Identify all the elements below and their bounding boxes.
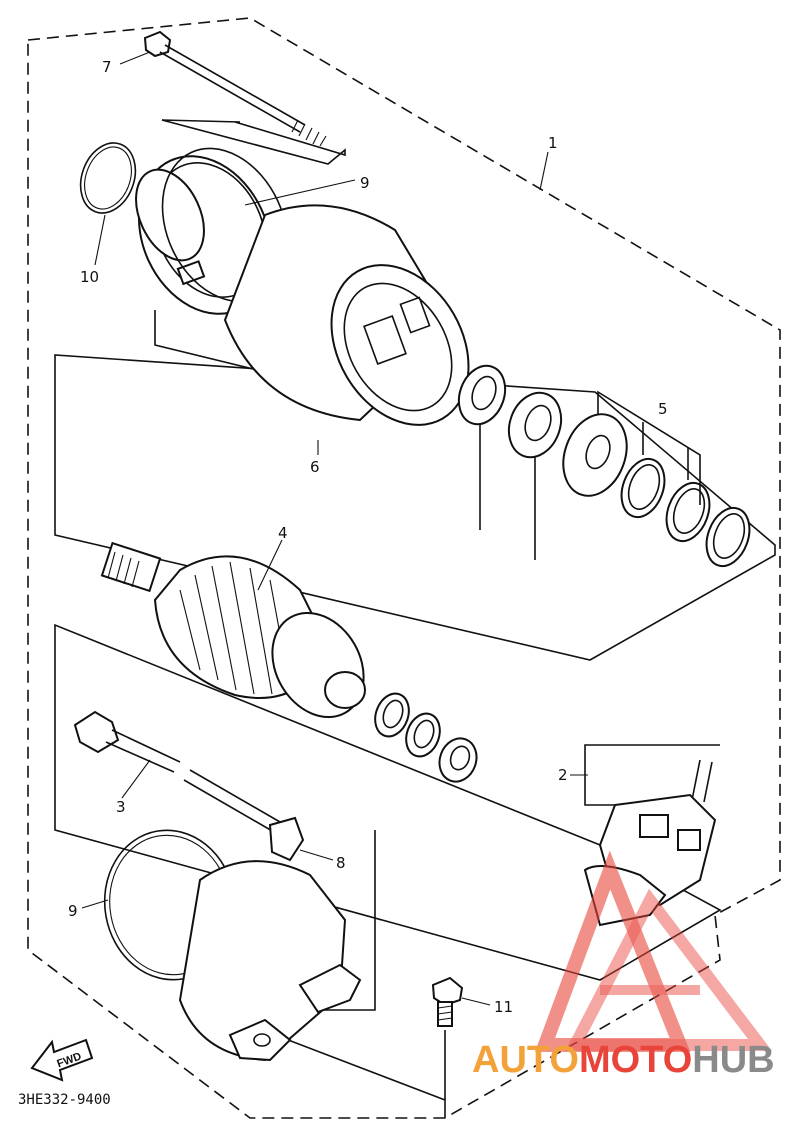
fwd-arrow-icon: FWD	[30, 1038, 94, 1082]
front-cover	[135, 155, 273, 315]
cover-group-line	[154, 310, 299, 381]
callout-11: 11	[494, 998, 513, 1016]
assembly-boundary	[27, 17, 781, 1119]
brush-lead-3	[73, 710, 181, 773]
callout-4: 4	[278, 524, 288, 542]
callout-1: 1	[548, 134, 558, 152]
watermark-text: AUTOMOTOHUB	[472, 1039, 775, 1081]
watermark-hub: HUB	[692, 1039, 774, 1081]
yoke	[223, 204, 470, 426]
bracket-box	[584, 744, 720, 806]
callout-9-bottom: 9	[68, 902, 78, 920]
callout-6: 6	[310, 458, 320, 476]
callout-2: 2	[558, 766, 568, 784]
brush-lead-8	[183, 769, 305, 862]
callout-8: 8	[336, 854, 346, 872]
watermark-moto: MOTO	[579, 1039, 692, 1081]
through-bolt	[143, 30, 327, 147]
screw	[431, 976, 464, 1027]
callout-7: 7	[102, 58, 112, 76]
armature	[100, 541, 366, 719]
callout-10: 10	[80, 268, 99, 286]
small-washers	[374, 692, 478, 783]
yoke-group-box	[54, 354, 776, 661]
bolt-group-box	[161, 119, 346, 165]
watermark-logo	[534, 850, 773, 1052]
o-ring-small	[79, 142, 137, 214]
watermark-auto: AUTO	[472, 1039, 579, 1081]
oil-seal	[457, 364, 507, 426]
shim-set	[562, 390, 751, 568]
diagram-code: 3HE332-9400	[18, 1092, 111, 1108]
callout-leaders	[81, 51, 588, 1006]
callout-9-top: 9	[360, 174, 370, 192]
rear-cover	[178, 860, 362, 1062]
callout-5: 5	[658, 400, 668, 418]
washer-thick	[507, 391, 563, 459]
brush-group-box	[54, 623, 722, 981]
callout-3: 3	[116, 798, 126, 816]
